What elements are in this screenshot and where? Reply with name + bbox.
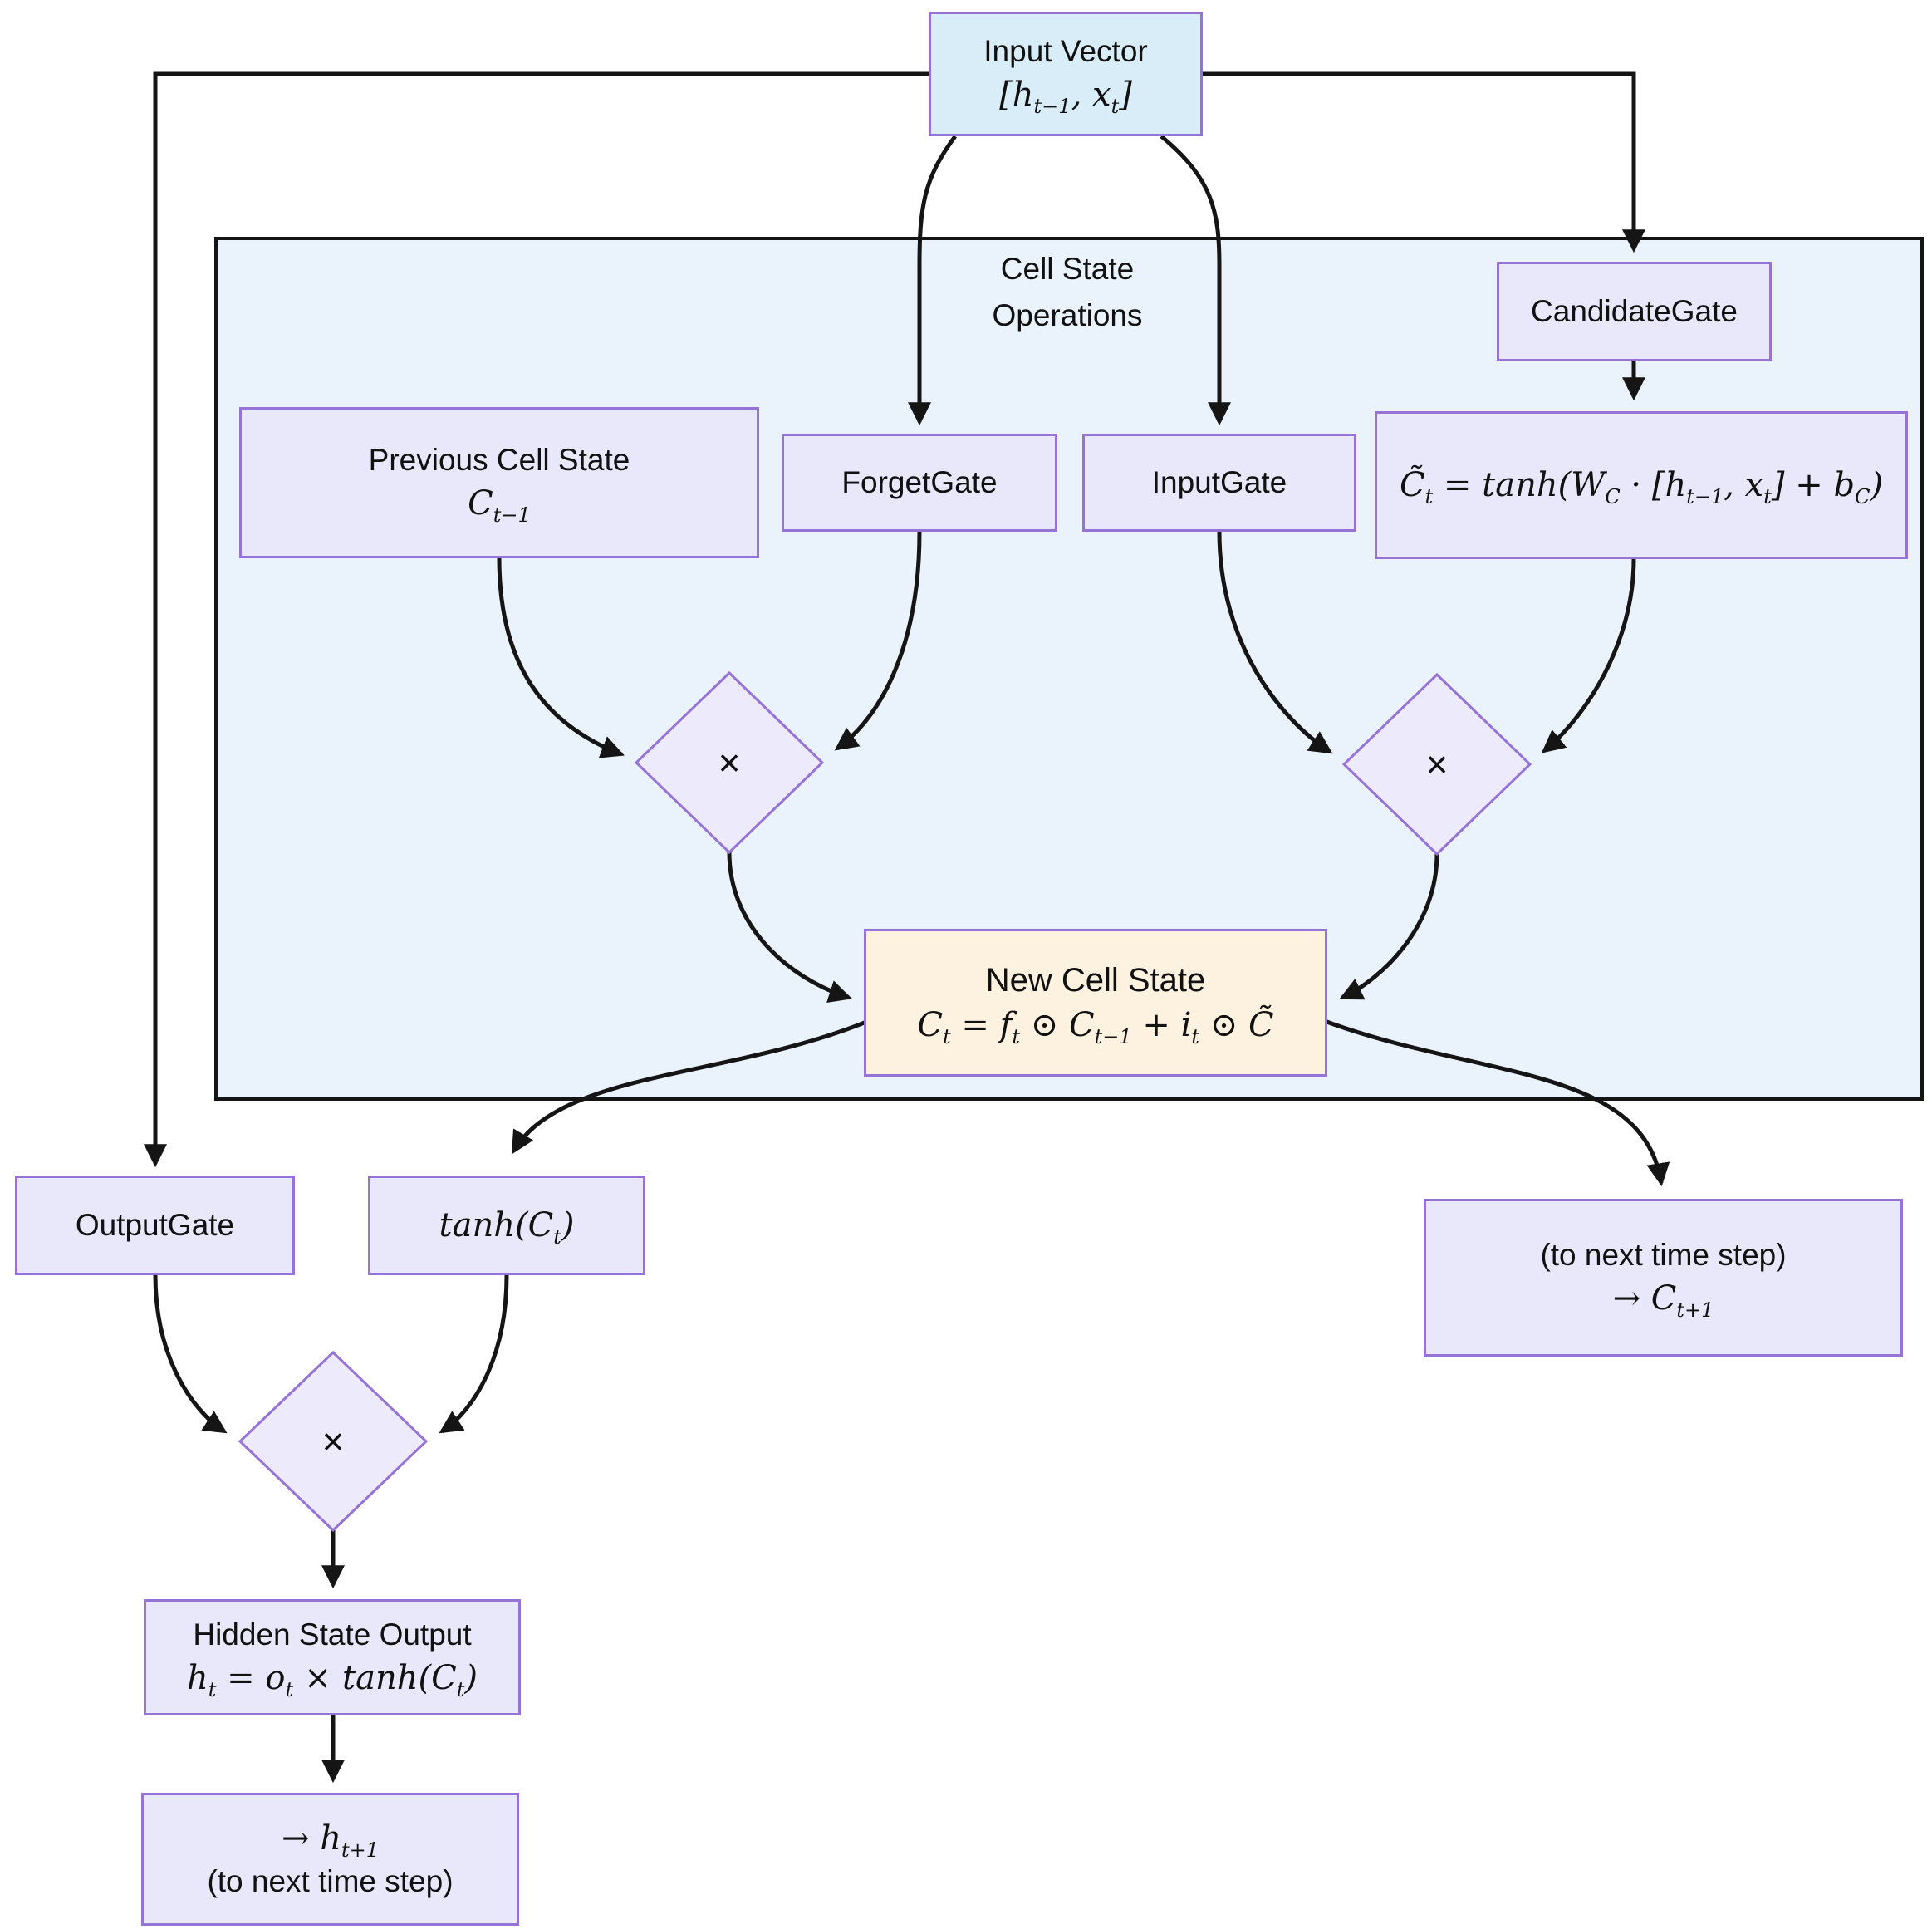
hidden-state-title: Hidden State Output [193,1617,472,1652]
candidate-formula-node: C̃t = tanh(WC · [ht−1, xt] + bC) [1375,411,1908,559]
candidate-formula-math: C̃t = tanh(WC · [ht−1, xt] + bC) [1399,466,1884,508]
cell-state-operations-label-line1: Cell State [1000,252,1135,286]
multiply-symbol-output: × [321,1420,345,1463]
input-gate-label: InputGate [1151,465,1287,500]
cell-state-operations-label: Cell State Operations [955,246,1179,338]
previous-cell-state-math: Ct−1 [468,483,531,527]
previous-cell-state-node: Previous Cell State Ct−1 [239,407,759,558]
forget-gate-node: ForgetGate [782,434,1057,532]
edge-tanh-to-multiply [439,1274,509,1434]
input-vector-title: Input Vector [983,34,1148,69]
input-gate-node: InputGate [1082,434,1356,532]
new-cell-state-title: New Cell State [985,962,1206,999]
multiply-symbol-right: × [1425,743,1449,786]
output-gate-label: OutputGate [75,1208,235,1243]
to-next-cell-note: (to next time step) [1540,1238,1787,1273]
previous-cell-state-title: Previous Cell State [368,443,630,478]
to-next-cell-node: (to next time step) → Ct+1 [1424,1199,1903,1357]
forget-gate-label: ForgetGate [841,465,998,500]
to-next-hidden-node: → ht+1 (to next time step) [141,1793,519,1926]
output-gate-node: OutputGate [15,1176,295,1275]
candidate-gate-node: CandidateGate [1497,262,1772,361]
to-next-hidden-math: → ht+1 [281,1819,380,1863]
cell-state-operations-label-line2: Operations [992,297,1143,332]
tanh-cell-node: tanh(Ct) [368,1176,645,1275]
candidate-gate-label: CandidateGate [1531,294,1738,329]
hidden-state-node: Hidden State Output ht = ot × tanh(Ct) [144,1599,521,1715]
edge-outputgate-to-multiply [153,1274,228,1434]
new-cell-state-node: New Cell State Ct = ft ⊙ Ct−1 + it ⊙ C̃ [864,929,1327,1077]
tanh-cell-math: tanh(Ct) [439,1206,575,1249]
new-cell-state-math: Ct = ft ⊙ Ct−1 + it ⊙ C̃ [917,1006,1274,1048]
input-vector-math: [ht−1, xt] [999,75,1132,118]
multiply-symbol-left: × [718,741,741,784]
edge-input-to-candidategate [1203,71,1645,253]
hidden-state-math: ht = ot × tanh(Ct) [187,1658,478,1701]
input-vector-node: Input Vector [ht−1, xt] [929,12,1203,136]
to-next-hidden-note: (to next time step) [207,1864,454,1899]
to-next-cell-math: → Ct+1 [1612,1279,1714,1322]
